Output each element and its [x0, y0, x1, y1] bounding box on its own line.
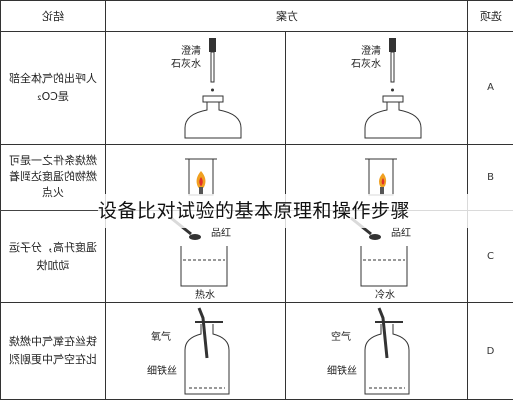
conclusion-cell-c: 温度升高，分子运 动加快	[0, 210, 106, 304]
cold-water-beaker-figure: 品红 冷水	[349, 216, 411, 301]
option-c: C	[487, 251, 494, 263]
conclusion-c-line-2: 动加快	[36, 258, 70, 272]
beaker	[180, 245, 227, 287]
conclusion-a-line-2: 是CO₂	[37, 89, 69, 103]
label-air: 空气	[331, 330, 351, 343]
gas-bottle	[364, 324, 409, 395]
conclusion-b-line-1: 燃烧条件之一是可	[9, 154, 97, 168]
plan-a-left: 澄清 石灰水	[105, 31, 286, 145]
header-option: 选项	[467, 0, 513, 33]
label-iron-wire: 细铁丝	[327, 364, 357, 377]
iron-wire-holder	[377, 307, 388, 359]
gas-bottle	[364, 101, 421, 139]
option-a: A	[487, 82, 494, 94]
flame-inner	[381, 178, 384, 185]
candle	[379, 187, 384, 196]
flame-inner	[198, 177, 203, 187]
conclusion-b-line-2: 燃物的温度达到着	[9, 170, 97, 184]
spoon-head	[368, 233, 381, 240]
dropper-tube	[390, 51, 394, 83]
conclusion-c-line-1: 温度升高，分子运	[9, 240, 97, 254]
beaker-flame-figure-right	[364, 158, 397, 196]
table-row-d: 铁丝在氧气中燃烧 比在空气中更剧烈 氧气 细铁丝	[0, 302, 513, 400]
label-fuchsine: 品红	[211, 226, 231, 239]
beaker	[360, 245, 407, 287]
plan-d-left: 氧气 细铁丝	[105, 302, 286, 400]
label-iron-wire: 细铁丝	[147, 364, 177, 377]
conclusion-cell-a: 人呼出的气体全部 是CO₂	[0, 31, 106, 145]
oxygen-bottle-figure: 氧气 细铁丝	[147, 307, 229, 395]
conclusion-a-line-1: 人呼出的气体全部	[9, 71, 97, 85]
conclusion-b-line-3: 火点	[42, 186, 64, 200]
option-d: D	[486, 345, 495, 357]
conclusion-d-line-1: 铁丝在氧气中燃烧	[9, 335, 97, 349]
gas-bottle	[184, 324, 229, 395]
gas-bottle	[184, 101, 241, 139]
overlay-title: 设备比对试验的基本原理和操作步骤	[98, 194, 513, 228]
iron-wire-holder	[197, 307, 208, 359]
label-hot-water: 热水	[195, 288, 215, 301]
overlay-rule	[0, 210, 105, 211]
header-plan: 方案	[105, 0, 468, 33]
spoon-head	[188, 233, 201, 240]
candle	[198, 187, 203, 196]
label-clear: 澄清	[361, 44, 381, 57]
plan-d-right: 空气 细铁丝	[285, 302, 468, 400]
limewater-dropper-figure-left: 澄清 石灰水	[171, 37, 241, 139]
table-row-a: 人呼出的气体全部 是CO₂ 澄清 石灰水	[0, 31, 513, 145]
beaker-flame-figure-left	[184, 158, 217, 196]
label-limewater: 石灰水	[351, 57, 381, 70]
conclusion-d-line-2: 比在空气中更剧烈	[9, 353, 97, 367]
plan-a-right: 澄清 石灰水	[285, 31, 468, 145]
drop	[210, 88, 214, 92]
dropper-tube	[210, 51, 214, 83]
label-oxygen: 氧气	[151, 330, 171, 343]
drop	[390, 88, 394, 92]
header-conclusion: 结论	[0, 0, 106, 33]
conclusion-cell-b: 燃烧条件之一是可 燃物的温度达到着 火点	[0, 143, 106, 212]
dropper-bulb	[388, 37, 396, 52]
option-cell-d: D	[467, 302, 513, 400]
air-bottle-figure: 空气 细铁丝	[327, 307, 409, 395]
limewater-dropper-figure-right: 澄清 石灰水	[351, 37, 421, 139]
option-cell-a: A	[467, 31, 513, 145]
conclusion-cell-d: 铁丝在氧气中燃烧 比在空气中更剧烈	[0, 302, 106, 400]
label-limewater: 石灰水	[171, 57, 201, 70]
option-b: B	[487, 171, 494, 183]
label-clear: 澄清	[181, 44, 201, 57]
bottle-stopper	[202, 95, 223, 103]
bottle-stopper	[382, 95, 403, 103]
label-fuchsine: 品红	[391, 226, 411, 239]
dropper-bulb	[208, 37, 216, 52]
table-header-row: 结论 方案 选项	[0, 0, 513, 33]
label-cold-water: 冷水	[375, 288, 395, 301]
